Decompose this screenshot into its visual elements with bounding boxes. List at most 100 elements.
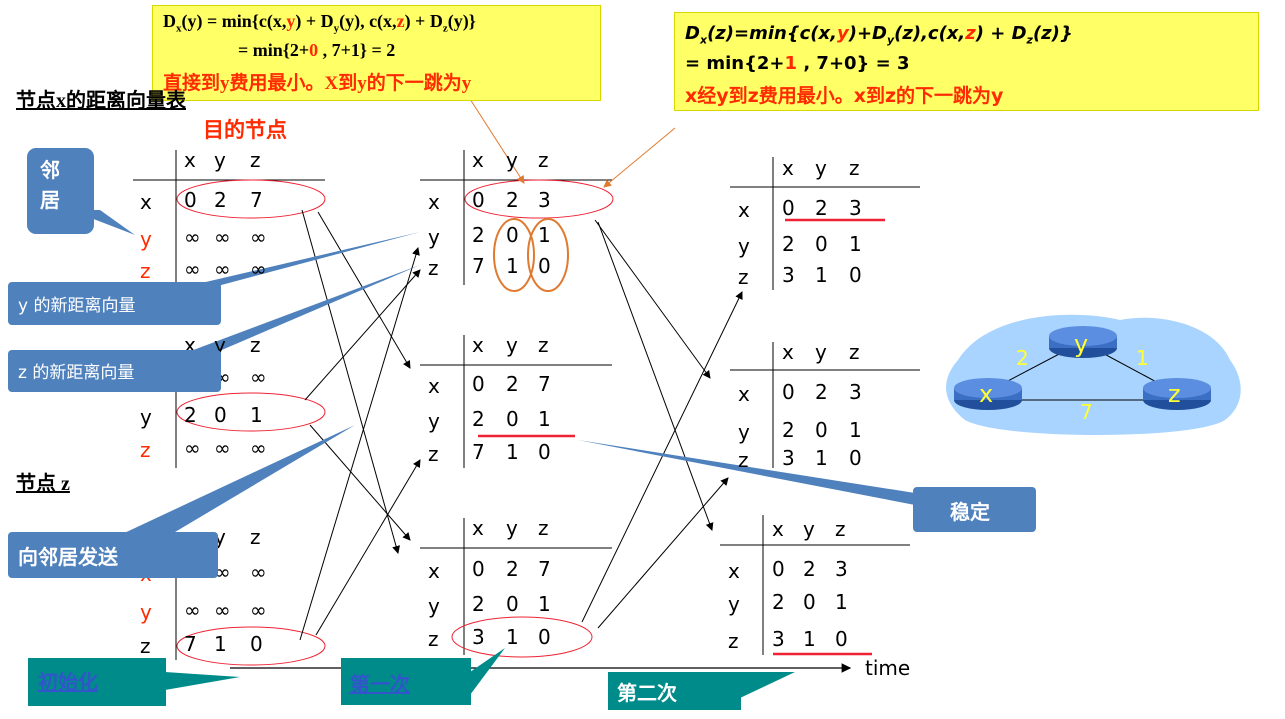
node-z-label: z <box>1168 380 1181 408</box>
init_z-cell: 7 <box>184 632 197 656</box>
edge-xy-label: 2 <box>1016 346 1029 370</box>
second_x-cell: 0 <box>849 263 862 287</box>
second_z-cell: 0 <box>835 627 848 651</box>
first_z-cell: 0 <box>472 557 485 581</box>
second_x-cell: 3 <box>782 263 795 287</box>
second_z-rowlabel-x: x <box>728 559 740 583</box>
first_z-header-x: x <box>472 516 484 540</box>
first_z-rowlabel-x: x <box>428 559 440 583</box>
formula-left-line3: 直接到y费用最小。X到y的下一跳为y <box>163 73 472 94</box>
first_x-rowlabel-y: y <box>428 225 440 249</box>
second_y-cell: 0 <box>815 418 828 442</box>
second_y-cell: 1 <box>849 418 862 442</box>
second_x-rowlabel-y: y <box>738 234 750 258</box>
second_z-cell: 3 <box>835 557 848 581</box>
ellipse-first-x <box>464 179 614 219</box>
first_z-cell: 1 <box>538 592 551 616</box>
first_y-cell: 0 <box>472 372 485 396</box>
init_x-cell: 7 <box>250 188 263 212</box>
first_x-cell: 7 <box>472 254 485 278</box>
second_z-rowlabel-z: z <box>728 629 739 653</box>
second_y-cell: 1 <box>815 446 828 470</box>
second_z-cell: 0 <box>772 557 785 581</box>
first_y-cell: 7 <box>538 372 551 396</box>
first_x-cell: 2 <box>472 223 485 247</box>
callout-tail-stable <box>578 440 915 505</box>
first_z-cell: 2 <box>472 592 485 616</box>
second_x-cell: 1 <box>849 232 862 256</box>
first_y-header-y: y <box>506 333 518 357</box>
first_y-rowlabel-x: x <box>428 374 440 398</box>
first_x-cell: 3 <box>538 188 551 212</box>
init_y-cell: 2 <box>184 403 197 427</box>
dest-nodes-label: 目的节点 <box>203 118 287 142</box>
formula-box-left: Dx(y) = min{c(x,y) + Dy(y), c(x,z) + Dz(… <box>152 5 601 101</box>
second_z-cell: 1 <box>835 590 848 614</box>
second_z-header-x: x <box>772 517 784 541</box>
init_x-cell: ∞ <box>250 225 267 249</box>
network-graph <box>946 314 1241 435</box>
init_x-cell: ∞ <box>214 257 231 281</box>
first_z-rowlabel-z: z <box>428 627 439 651</box>
callout-z-new-text: z 的新距离向量 <box>18 363 135 383</box>
init_x-header-x: x <box>184 148 196 172</box>
first_z-cell: 3 <box>472 625 485 649</box>
time-label: time <box>865 656 911 680</box>
ellipse-init-z <box>176 626 326 666</box>
second_x-cell: 3 <box>849 196 862 220</box>
init_y-cell: ∞ <box>184 436 201 460</box>
init_x-cell: ∞ <box>184 257 201 281</box>
second_z-cell: 0 <box>803 590 816 614</box>
init_z-cell: 0 <box>250 632 263 656</box>
callout-tail-z <box>180 265 420 355</box>
second_z-cell: 2 <box>772 590 785 614</box>
callout-neighbors-text: 邻 居 <box>40 158 60 212</box>
init_x-cell: ∞ <box>184 225 201 249</box>
first_x-cell: 0 <box>506 223 519 247</box>
second_z-header-y: y <box>803 517 815 541</box>
formula-left-line2: = min{2+0 , 7+1} = 2 <box>238 40 396 60</box>
init_x-cell: ∞ <box>250 257 267 281</box>
formula-left-line1: Dx(y) = min{c(x,y) + Dy(y), c(x,z) + Dz(… <box>163 11 476 35</box>
second_x-cell: 2 <box>782 232 795 256</box>
first_x-cell: 0 <box>472 188 485 212</box>
edge-yz-label: 1 <box>1136 346 1149 370</box>
init_x-rowlabel-z: z <box>140 259 151 283</box>
first_y-header-z: z <box>538 333 549 357</box>
callout-tail-y <box>180 232 420 288</box>
callout-send-text: 向邻居发送 <box>18 545 118 569</box>
second_z-header-z: z <box>835 517 846 541</box>
init_y-cell: ∞ <box>250 365 267 389</box>
second_x-cell: 1 <box>815 263 828 287</box>
init_y-cell: ∞ <box>250 436 267 460</box>
callout-init-text: 初始化 <box>38 670 98 694</box>
second_y-cell: 2 <box>815 380 828 404</box>
node-z-title: 节点 z <box>16 473 70 495</box>
callout-stable <box>913 487 1036 532</box>
init_z-cell: ∞ <box>214 598 231 622</box>
second_y-cell: 3 <box>849 380 862 404</box>
init_z-cell: ∞ <box>184 598 201 622</box>
first_x-cell: 1 <box>506 254 519 278</box>
init_x-header-y: y <box>214 148 226 172</box>
init_y-rowlabel-y: y <box>140 405 152 429</box>
init_z-header-y: y <box>214 525 226 549</box>
second-table-lines <box>720 157 920 655</box>
first_z-cell: 1 <box>506 625 519 649</box>
first_z-cell: 2 <box>506 557 519 581</box>
first_z-rowlabel-y: y <box>428 594 440 618</box>
init_y-rowlabel-z: z <box>140 438 151 462</box>
first_y-cell: 1 <box>506 440 519 464</box>
second_y-cell: 3 <box>782 446 795 470</box>
router-z <box>1143 378 1211 410</box>
second_z-cell: 1 <box>803 627 816 651</box>
second_x-rowlabel-x: x <box>738 198 750 222</box>
callout-init <box>28 658 166 706</box>
second_z-cell: 2 <box>803 557 816 581</box>
first_y-cell: 0 <box>506 407 519 431</box>
first_z-cell: 0 <box>538 625 551 649</box>
first_y-rowlabel-y: y <box>428 409 440 433</box>
ellipse-first-z <box>451 616 593 658</box>
init_x-cell: ∞ <box>214 225 231 249</box>
